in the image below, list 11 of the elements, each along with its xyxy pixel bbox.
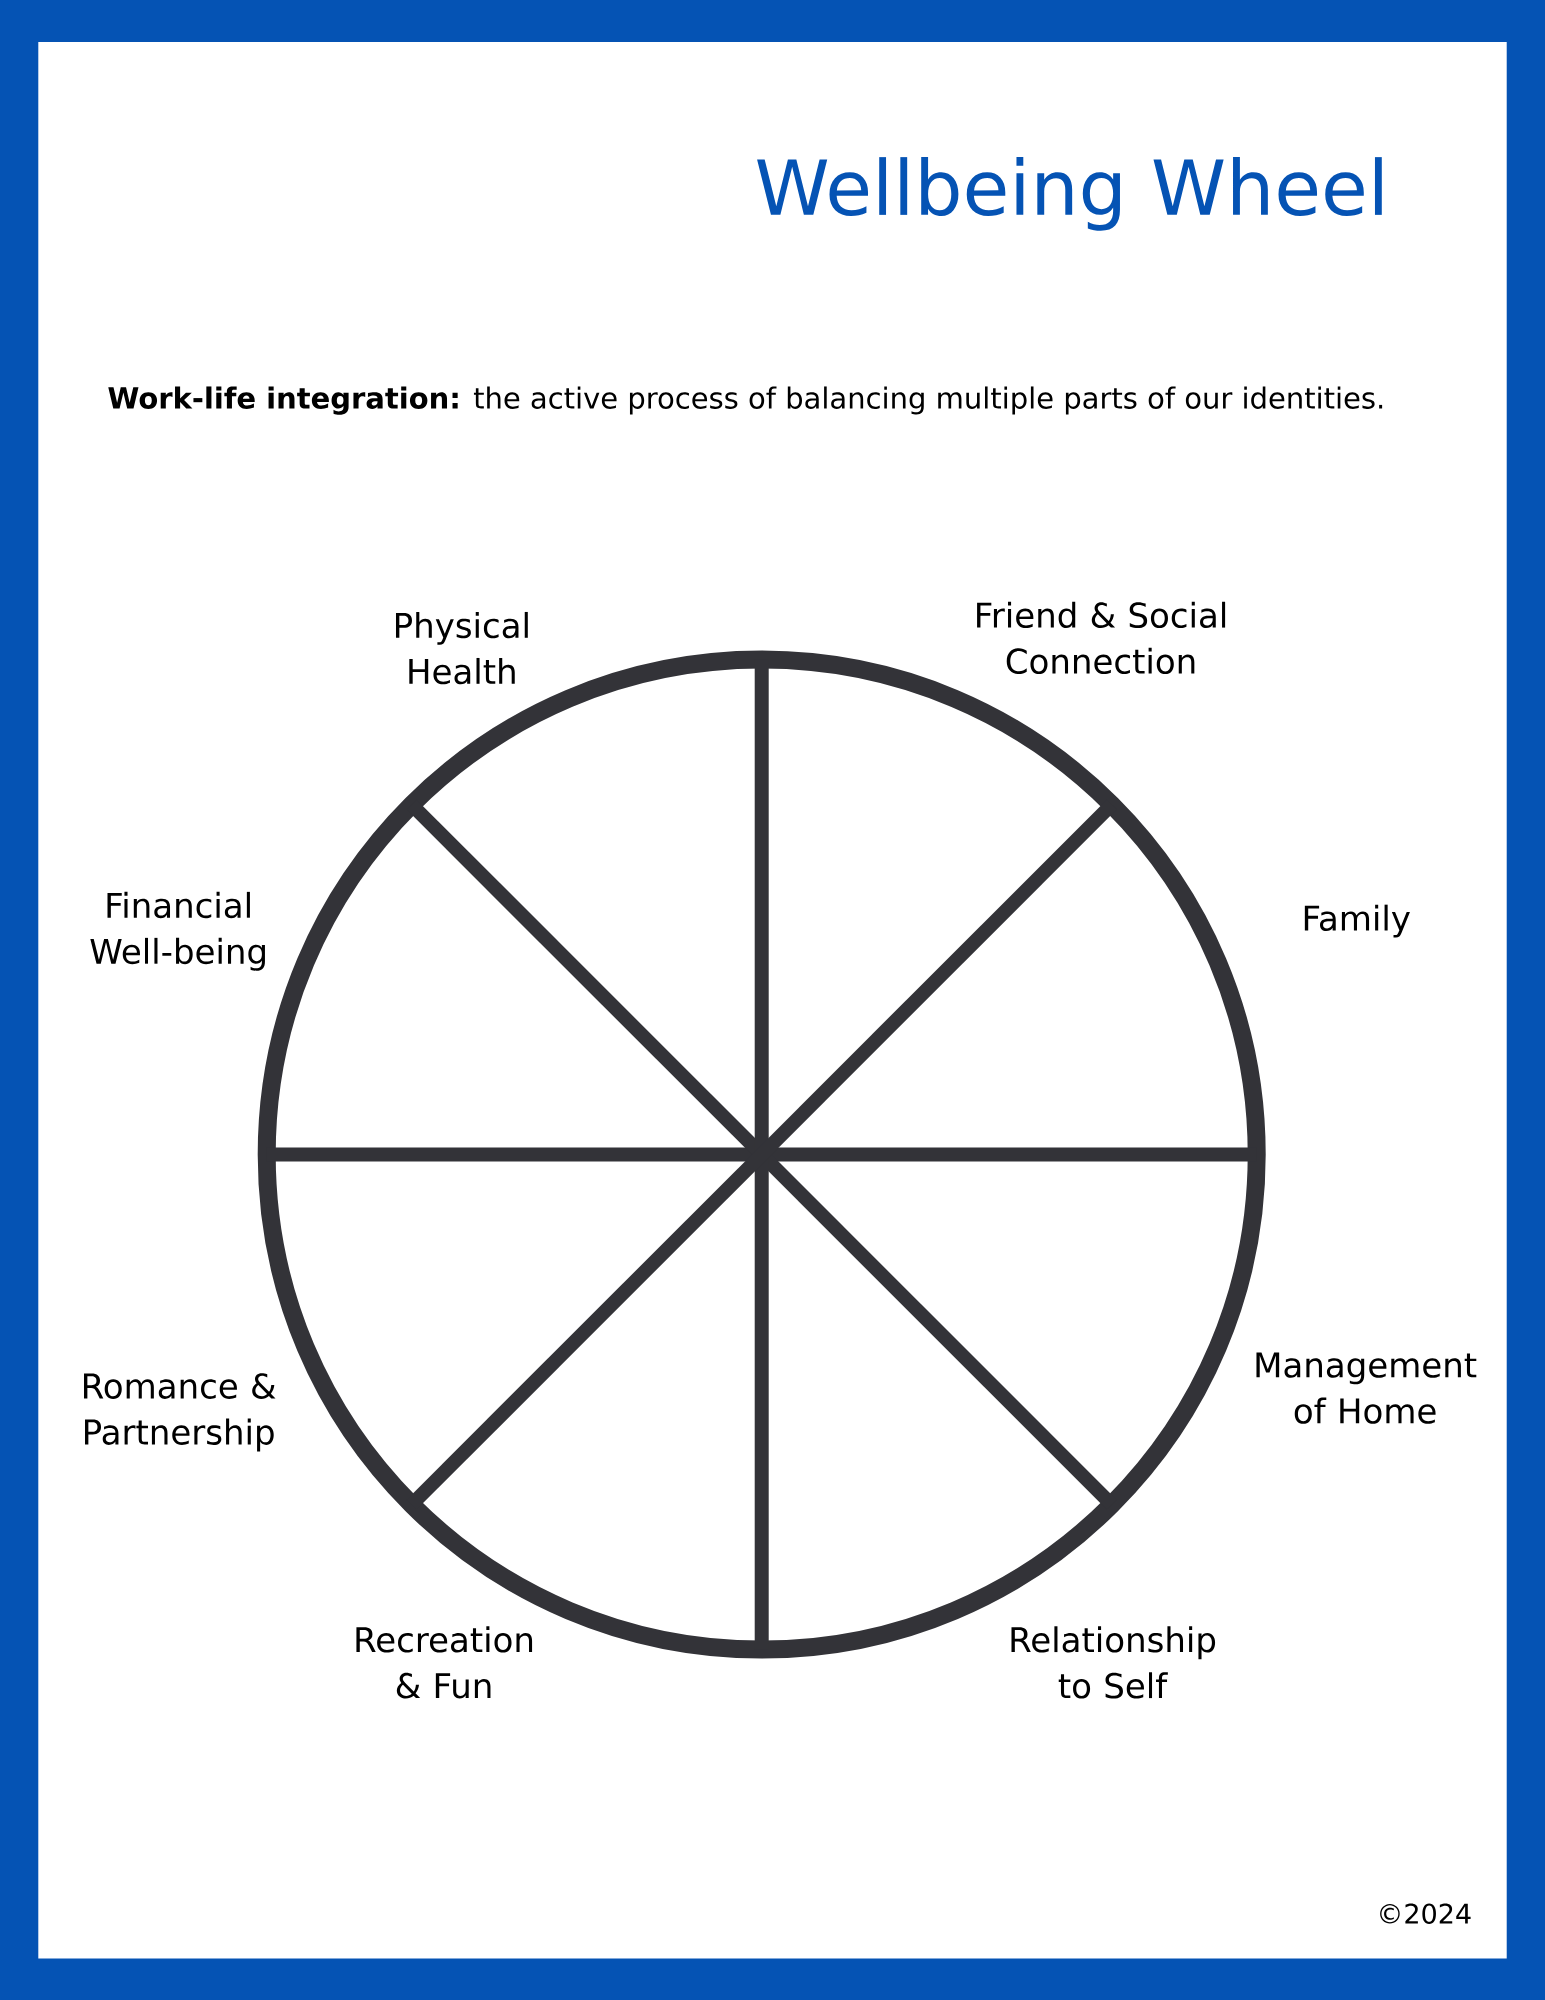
copyright-text: ©2024	[1380, 1903, 1471, 1924]
segment-label: Relationship to Self	[1011, 1626, 1216, 1699]
segment-label: Financial Well-being	[90, 891, 265, 971]
segment-label: Friend & Social Connection	[977, 601, 1226, 675]
segment-label: Romance & Partnership	[84, 1373, 276, 1452]
segment-label: Recreation & Fun	[356, 1626, 533, 1699]
segment-label: Family	[1304, 904, 1410, 938]
segment-label: Physical Health	[396, 611, 528, 685]
title: Wellbeing Wheel	[757, 157, 1382, 231]
definition-text: Work-life integration: the active process of balancing multiple parts of our identities.	[108, 386, 1383, 415]
segment-label: Management of Home	[1256, 1352, 1477, 1424]
